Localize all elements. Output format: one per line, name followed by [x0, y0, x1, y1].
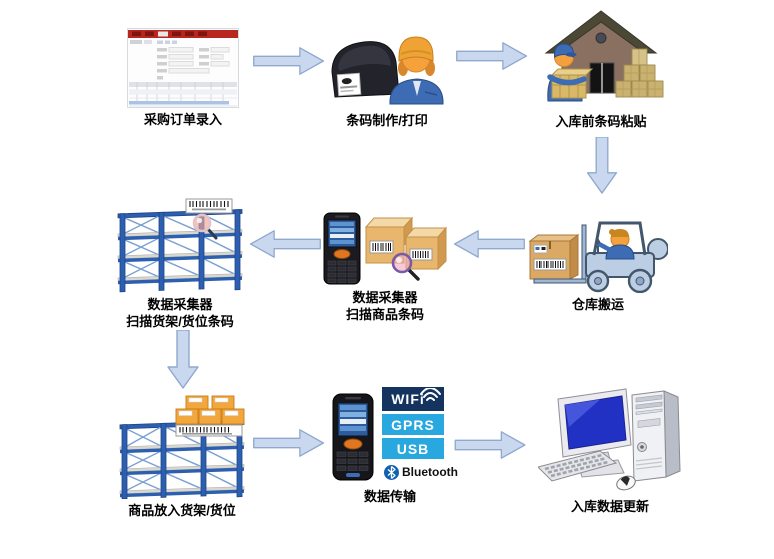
desktop-computer-icon	[537, 388, 681, 491]
station-putaway-goods: 商品放入货架/货位	[111, 395, 253, 519]
forklift-icon	[528, 221, 668, 293]
station-scan-shelf-barcode: 数据采集器 扫描货架/货位条码	[111, 197, 249, 330]
station-label: 采购订单录入	[143, 112, 222, 127]
station-label: 数据传输	[363, 489, 416, 504]
flow-arrow-left-2	[249, 230, 321, 258]
station-label: 入库数据更新	[570, 499, 649, 514]
wifi-badge: WIFi	[382, 387, 444, 411]
station-label-line1: 数据采集器	[147, 297, 213, 312]
flow-arrow-right-3	[253, 429, 325, 457]
gprs-badge-label: GPRS	[391, 416, 435, 433]
flow-arrow-down-2	[167, 330, 199, 389]
bluetooth-icon	[384, 464, 399, 480]
wifi-badge-label: WIFi	[391, 391, 425, 407]
wifi-signal-icon	[420, 388, 441, 401]
order-form-screenshot-icon	[127, 28, 239, 108]
station-label: 入库前条码粘贴	[555, 114, 647, 129]
station-purchase-order-entry: 采购订单录入	[118, 28, 248, 128]
station-label-line1: 数据采集器	[352, 290, 418, 305]
station-barcode-print: 条码制作/打印	[318, 24, 456, 129]
station-warehouse-transport: 仓库搬运	[522, 211, 674, 313]
station-label-line2: 扫描货架/货位条码	[126, 314, 234, 329]
bluetooth-badge-label: Bluetooth	[402, 465, 458, 479]
station-pre-inbound-labeling: 入库前条码粘贴	[532, 7, 670, 130]
handheld-terminal-icon	[332, 393, 374, 481]
station-data-transfer: WIFi GPRS USB	[328, 387, 458, 505]
flow-arrow-left-1	[453, 230, 525, 258]
warehouse-shelf-scan-icon	[117, 198, 243, 293]
station-label: 仓库搬运	[571, 297, 624, 312]
station-scan-goods-barcode: 数据采集器 扫描商品条码	[320, 211, 450, 323]
station-label: 条码制作/打印	[346, 113, 428, 128]
flow-arrow-right-1	[253, 47, 325, 75]
station-label: 商品放入货架/货位	[128, 503, 236, 518]
flow-arrow-right-2	[456, 42, 528, 70]
station-label-line2: 扫描商品条码	[345, 307, 424, 322]
bluetooth-badge: Bluetooth	[382, 462, 458, 482]
usb-badge-label: USB	[396, 440, 430, 457]
gprs-badge: GPRS	[382, 414, 444, 435]
warehouse-building-icon	[544, 10, 664, 102]
warehouse-shelf-boxes-icon	[119, 395, 245, 499]
data-collector-goods-icon	[323, 212, 448, 285]
flow-arrow-down-1	[586, 137, 618, 194]
barcode-printer-worker-icon	[331, 36, 444, 105]
station-inbound-data-update: 入库数据更新	[534, 383, 686, 515]
usb-badge: USB	[382, 438, 444, 459]
flow-arrow-right-4	[454, 431, 526, 459]
